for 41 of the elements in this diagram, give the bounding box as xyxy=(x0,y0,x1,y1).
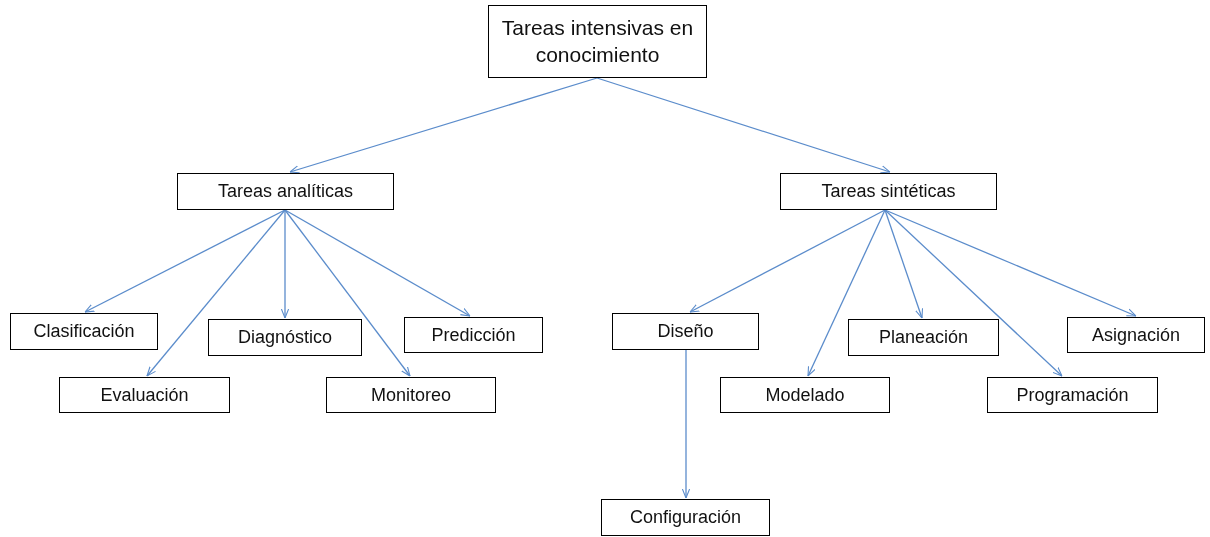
task-box xyxy=(177,173,394,210)
task-box xyxy=(720,377,890,413)
task-box xyxy=(488,5,707,78)
task-box xyxy=(208,319,362,356)
task-label: Programación xyxy=(1016,383,1129,407)
task-label: Diagnóstico xyxy=(237,326,333,349)
task-box xyxy=(848,319,999,356)
arrow xyxy=(84,209,286,313)
arrow xyxy=(289,77,598,174)
task-label: Diseño xyxy=(657,320,714,343)
arrow xyxy=(284,209,471,317)
arrow xyxy=(689,209,886,313)
task-label: Modelado xyxy=(765,383,845,407)
task-label: Evaluación xyxy=(100,383,189,407)
task-box xyxy=(987,377,1158,413)
task-box xyxy=(10,313,158,350)
task-label: Monitoreo xyxy=(370,383,451,407)
task-box xyxy=(326,377,496,413)
arrow xyxy=(884,209,1063,377)
task-box xyxy=(59,377,230,413)
task-box xyxy=(780,173,997,210)
arrow xyxy=(884,209,1137,317)
arrow xyxy=(681,349,691,499)
task-label: Clasificación xyxy=(33,320,135,343)
task-box xyxy=(1067,317,1205,353)
arrow xyxy=(280,209,290,319)
arrow xyxy=(146,209,286,377)
arrow xyxy=(284,209,411,377)
arrow xyxy=(807,209,886,377)
task-label: Configuración xyxy=(629,506,742,529)
task-label: Planeación xyxy=(878,326,969,349)
task-box xyxy=(612,313,759,350)
task-label: Tareas intensivas en conocimiento xyxy=(500,15,695,68)
task-label: Tareas analíticas xyxy=(217,180,354,203)
task-box xyxy=(404,317,543,353)
task-label: Predicción xyxy=(431,323,516,347)
task-label: Asignación xyxy=(1091,323,1181,347)
arrow xyxy=(884,209,924,319)
task-label: Tareas sintéticas xyxy=(821,180,956,203)
arrow xyxy=(596,77,891,174)
task-box xyxy=(601,499,770,536)
